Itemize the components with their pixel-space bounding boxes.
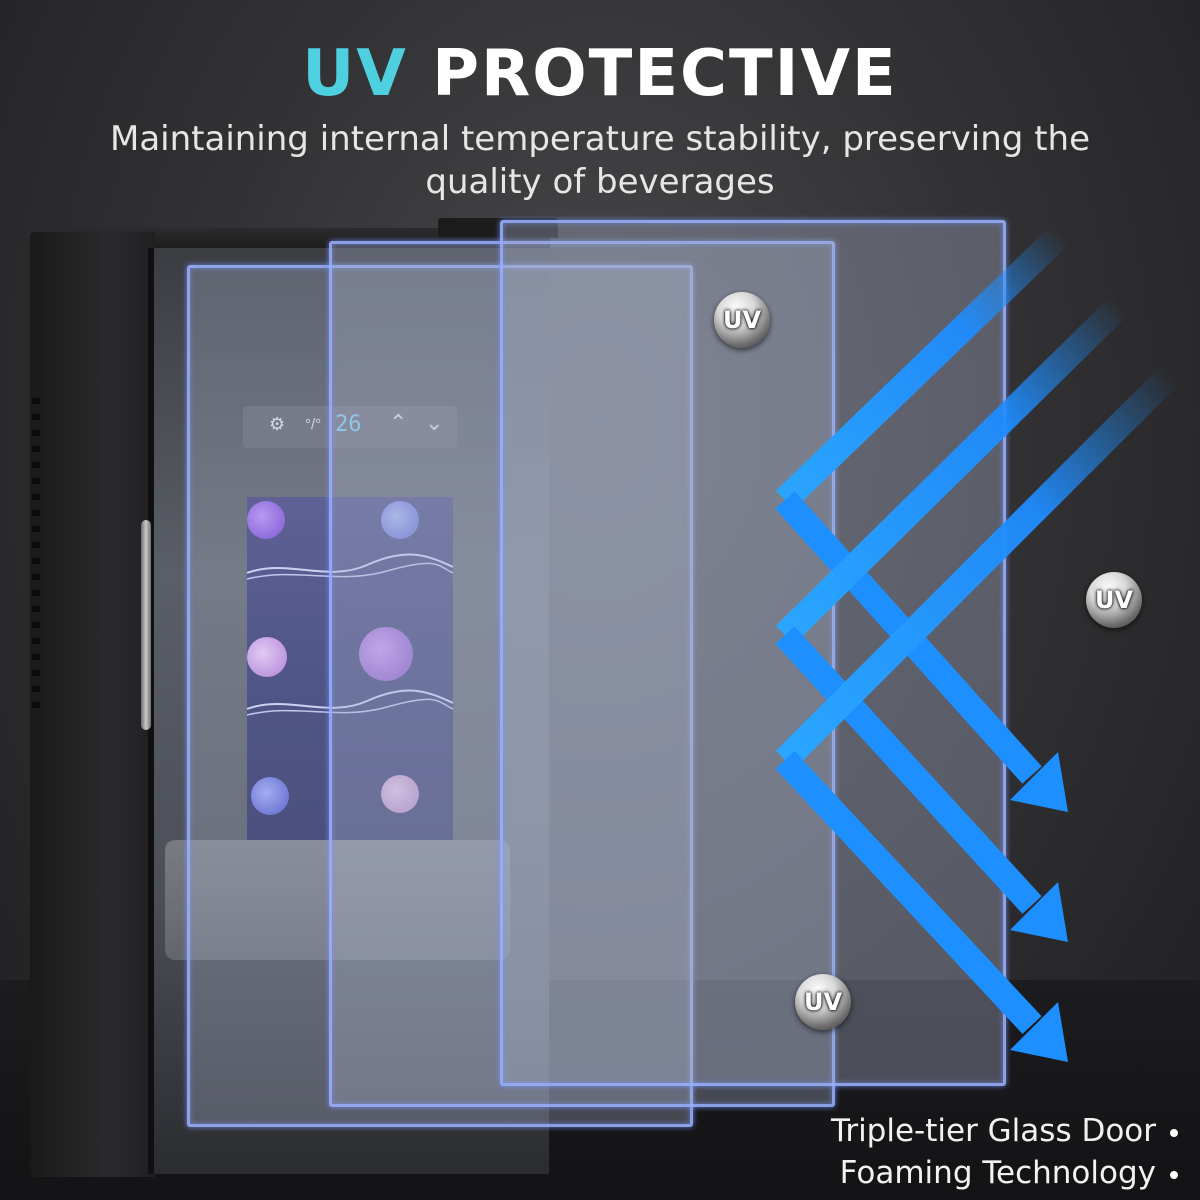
bottle	[359, 627, 413, 681]
chevron-down-icon: ⌄	[425, 410, 444, 435]
shelf-wave	[247, 689, 453, 716]
uv-ray-arrow	[775, 365, 1180, 1062]
fridge-top	[30, 228, 550, 250]
bottle	[251, 777, 289, 815]
uv-badge-icon: UV	[795, 974, 851, 1030]
headline: UV PROTECTIVE	[0, 38, 1200, 110]
feature-item: Triple-tier Glass Door	[831, 1110, 1178, 1152]
control-panel: ⚙ °/° 26 ⌃ ⌄	[243, 406, 457, 448]
bullet-icon	[1170, 1170, 1178, 1179]
chevron-up-icon: ⌃	[389, 410, 408, 435]
bottle	[247, 637, 287, 677]
light-icon: ⚙	[269, 414, 286, 434]
fridge-side-panel	[30, 232, 155, 1177]
glass-layer-middle	[329, 241, 835, 1107]
feature-label: Triple-tier Glass Door	[830, 1113, 1156, 1149]
subtitle: Maintaining internal temperature stabili…	[109, 119, 1090, 202]
fridge-vents	[32, 398, 44, 728]
fridge-top-edge	[438, 218, 558, 238]
door-handle	[141, 520, 151, 730]
glass-layer-front	[187, 265, 693, 1127]
bottle	[381, 775, 419, 813]
feature-item: Foaming Technology	[831, 1152, 1178, 1194]
uv-badge-icon: UV	[1086, 572, 1142, 628]
uv-ray-arrow	[775, 295, 1130, 942]
feature-label: Foaming Technology	[839, 1155, 1156, 1191]
celsius-fahrenheit-icon: °/°	[305, 416, 322, 433]
headline-rest: PROTECTIVE	[432, 37, 898, 111]
bottle-window	[247, 497, 453, 840]
feature-list: Triple-tier Glass Door Foaming Technolog…	[831, 1110, 1178, 1194]
bottle	[247, 501, 285, 539]
bottle	[381, 501, 419, 539]
sofa-reflection	[165, 840, 510, 960]
bullet-icon	[1170, 1128, 1178, 1137]
uv-badge-icon: UV	[714, 292, 770, 348]
headline-accent: UV	[302, 37, 408, 111]
temperature-display: 26	[335, 412, 362, 437]
shelf-wave	[247, 553, 453, 580]
